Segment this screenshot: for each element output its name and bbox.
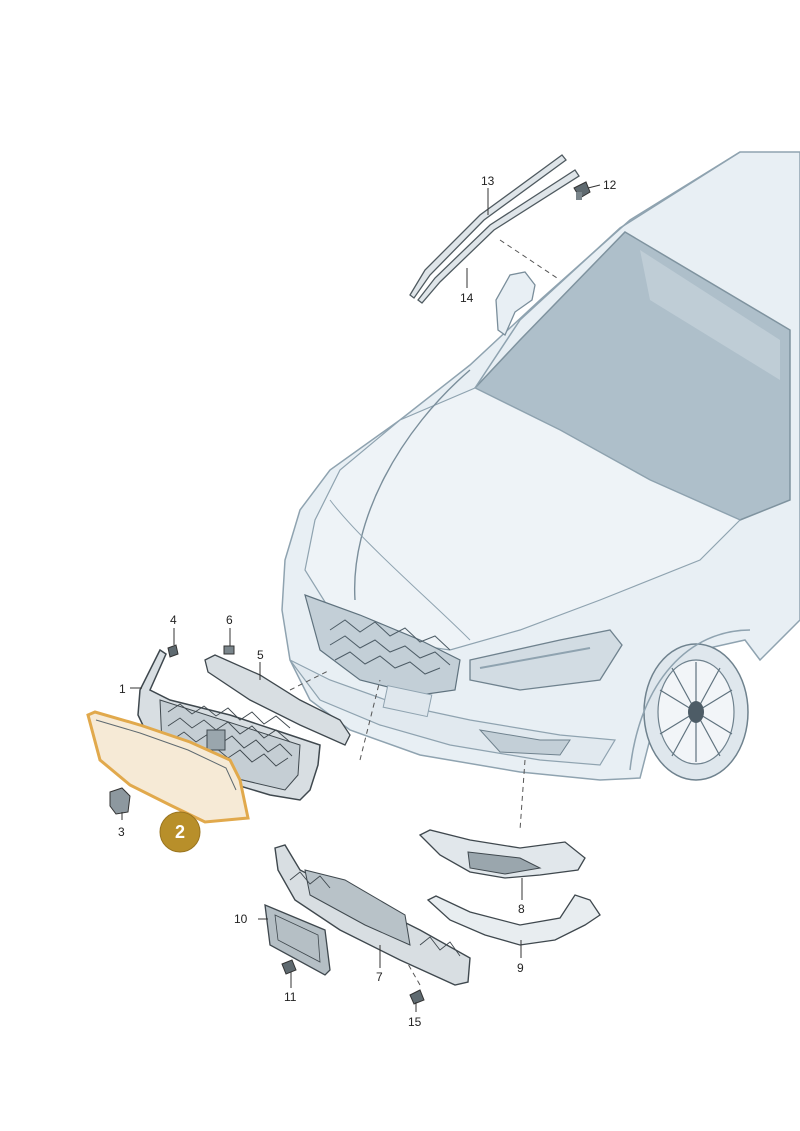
callout-8: 8 (518, 902, 525, 916)
callout-3: 3 (118, 825, 125, 839)
part-3-bracket (109, 787, 131, 815)
part-9-trim-strip (426, 894, 601, 946)
callout-7: 7 (376, 970, 383, 984)
part-2-trim-highlighted (86, 710, 250, 824)
part-7-lower-grille (274, 844, 471, 986)
car-grille (304, 594, 461, 696)
car-grille-pattern (329, 619, 451, 675)
hood-crease (329, 499, 471, 641)
hood-crease (353, 369, 471, 601)
side-mirror (495, 271, 536, 336)
callout-15: 15 (408, 1015, 422, 1029)
license-plate-area (382, 685, 433, 718)
callout-1: 1 (119, 682, 126, 696)
callout-4: 4 (170, 613, 177, 627)
callout-11: 11 (284, 990, 297, 1004)
callout-10: 10 (234, 912, 248, 926)
part-5-air-guide (204, 654, 351, 746)
part-4-screw (167, 644, 179, 658)
part-11-screw (281, 959, 297, 975)
callout-13: 13 (481, 174, 495, 188)
part-14-windshield-trim (417, 169, 580, 304)
part-6-clip (223, 645, 235, 655)
part-10-plate-bracket (264, 903, 331, 976)
headlight-drl (479, 647, 591, 669)
headlight (469, 629, 623, 691)
callout-5: 5 (257, 648, 264, 662)
windshield-reflection (640, 250, 780, 380)
front-wheel (643, 643, 749, 781)
car-illustration (281, 151, 800, 781)
highlight-badge-label: 2 (175, 822, 185, 842)
fog-lamp-area (478, 729, 571, 756)
part-13-windshield-trim (409, 154, 567, 299)
callout-14: 14 (460, 291, 474, 305)
a-pillar (474, 151, 741, 389)
callout-12: 12 (603, 178, 617, 192)
highlight-badge: 2 (159, 811, 201, 853)
part-15-screw (409, 989, 425, 1005)
callout-9: 9 (517, 961, 524, 975)
part-8-fog-lamp-grille (418, 829, 586, 879)
callout-6: 6 (226, 613, 233, 627)
leader-lines (121, 184, 601, 1012)
callout-labels: 13 14 12 1 4 6 5 3 8 9 10 11 7 15 (118, 174, 617, 1029)
wheel-arch (629, 629, 751, 771)
part-12-clip (573, 181, 591, 200)
